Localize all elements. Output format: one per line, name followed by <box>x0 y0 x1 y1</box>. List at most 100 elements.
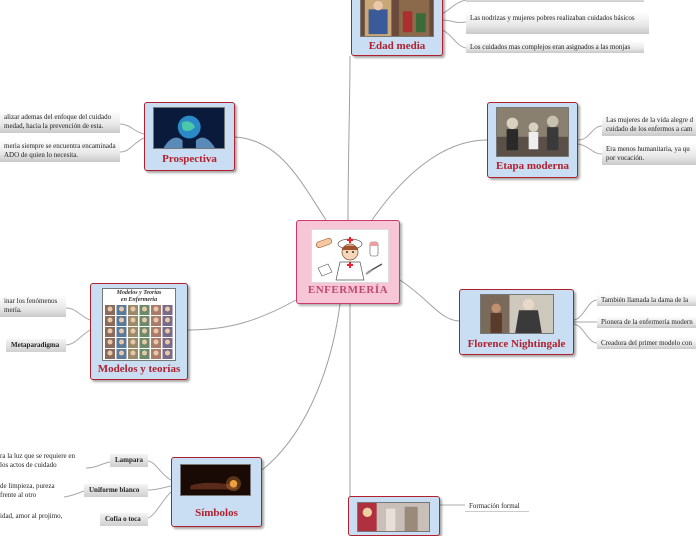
portrait-face <box>107 317 113 323</box>
medieval-painting-icon <box>360 0 435 37</box>
lamp-photo-icon <box>180 464 252 496</box>
edad-media-leaf-2[interactable]: Los cuidados mas complejos eran asignado… <box>466 41 644 53</box>
portrait-face <box>119 350 124 356</box>
link-edad-leaf-0 <box>441 0 467 15</box>
portrait-face <box>153 339 159 345</box>
etapa-moderna-leaf-2[interactable]: Era menos humanitaria, ya qu por vocació… <box>602 143 696 165</box>
portrait-face <box>107 306 113 312</box>
portrait-face <box>130 317 136 323</box>
prospectiva-leaf-2-line-2: ADO de quien lo necesita. <box>4 151 79 159</box>
florence-leaf-3[interactable]: Creadora del primer modelo con <box>597 337 696 349</box>
link-pros-leaf-1 <box>119 123 145 135</box>
link-edad-leaf-1 <box>441 19 467 24</box>
portrait-face <box>153 306 159 312</box>
central-title: ENFERMERÍA <box>307 284 389 296</box>
portrait-face <box>142 350 147 356</box>
portrait-face <box>119 328 124 334</box>
edad-media-leaf-0[interactable] <box>466 0 644 2</box>
prospectiva-leaf-2[interactable]: meria siempre se encuentra encaminada AD… <box>0 140 120 162</box>
edad-media-leaf-1[interactable]: Las nodrizas y mujeres pobres realizaban… <box>466 12 649 34</box>
link-flor-leaf-3 <box>573 323 598 344</box>
prospectiva-leaf-1-line-2: medad, hacia la prevención de esta. <box>4 122 104 130</box>
node-edad-media[interactable]: Edad media <box>351 0 443 56</box>
link-moderna-leaf-1 <box>577 125 603 141</box>
metaparadigma-label[interactable]: Metaparadigma <box>6 339 66 352</box>
portrait-face <box>165 317 170 323</box>
uniforme-leaf[interactable]: de limpieza, pureza frente al otro <box>0 480 64 502</box>
lampara-leaf[interactable]: ra la luz que se requiere en los actos d… <box>0 450 86 472</box>
portrait-face <box>130 339 136 345</box>
node-etapa-moderna-title: Etapa moderna <box>495 160 570 172</box>
florence-leaf-2[interactable]: Pionera de la enfermería modern <box>597 316 696 328</box>
node-etapa-moderna[interactable]: Etapa moderna <box>487 102 578 178</box>
node-modelos-teorias[interactable]: Modelos y Teorias en Enfermeria Modelos … <box>90 283 188 380</box>
etapa-moderna-leaf-1[interactable]: Las mujeres de la vida alegre d cuidado … <box>602 114 696 136</box>
florence-portrait-icon <box>480 294 555 334</box>
portrait-face <box>165 339 170 345</box>
node-prospectiva-title: Prospectiva <box>162 153 217 165</box>
portrait-face <box>119 306 124 312</box>
book-cover-title-2: en Enfermeria <box>120 297 158 303</box>
node-modelos-title: Modelos y teorías <box>97 363 181 375</box>
uniforme-blanco-label[interactable]: Uniforme blanco <box>84 484 148 497</box>
link-edad-leaf-2 <box>441 29 467 49</box>
models-book-cover: Modelos y Teorias en Enfermeria <box>102 288 176 361</box>
globe-hands-icon <box>153 107 226 149</box>
florence-leaf-1[interactable]: También llamada la dama de la <box>597 294 696 306</box>
link-sim-leaf-2 <box>147 485 172 491</box>
node-florence-nightingale[interactable]: Florence Nightingale <box>459 289 574 355</box>
prospectiva-leaf-1-line-1: alizar ademas del enfoque del cuidado <box>4 113 112 121</box>
connector-lines <box>63 0 603 519</box>
portrait-face <box>119 339 124 345</box>
bottom-leaf-1[interactable]: Formación formal <box>465 500 529 512</box>
cofia-leaf[interactable]: idad, amor al projimo, <box>0 512 63 520</box>
link-florence <box>399 279 460 322</box>
nurse-illustration-icon <box>311 229 389 283</box>
etapa-moderna-leaf-1-line-1: Las mujeres de la vida alegre d <box>606 116 694 124</box>
lampara-leaf-line-1: ra la luz que se requiere en <box>0 452 76 460</box>
portrait-face <box>119 317 124 323</box>
portrait-face <box>130 350 136 356</box>
book-cover-title-1: Modelos y Teorias <box>116 290 162 296</box>
portrait-face <box>165 306 170 312</box>
portrait-face <box>107 339 113 345</box>
portrait-grid-icon <box>105 305 173 359</box>
portrait-face <box>130 306 136 312</box>
lampara-label[interactable]: Lampara <box>110 454 148 467</box>
lampara-leaf-line-2: los actos de cuidado <box>0 461 57 469</box>
portrait-face <box>165 328 170 334</box>
etapa-moderna-leaf-2-line-2: por vocación. <box>606 154 645 162</box>
portrait-face <box>142 339 147 345</box>
link-sim-leaf-3 <box>147 491 172 519</box>
link-sim-uniforme-text <box>63 490 85 498</box>
modelos-leaf-1-line-2: mería. <box>4 306 22 314</box>
portrait-face <box>153 317 159 323</box>
central-node[interactable]: ENFERMERÍA <box>296 220 400 304</box>
nurses-photo-icon <box>496 107 570 157</box>
link-moderna-leaf-2 <box>577 143 603 155</box>
link-prospectiva <box>234 136 327 221</box>
node-edad-media-title: Edad media <box>368 40 426 52</box>
etapa-moderna-leaf-2-line-1: Era menos humanitaria, ya qu <box>606 145 690 153</box>
portrait-face <box>153 328 159 334</box>
building-photo-icon <box>357 502 430 532</box>
link-flor-leaf-1 <box>573 299 598 321</box>
link-sim-lampara-text <box>85 461 111 469</box>
portrait-face <box>142 328 147 334</box>
node-simbolos[interactable]: Símbolos <box>171 457 262 527</box>
modelos-leaf-1-line-1: inar los fenómenos <box>4 297 58 305</box>
portrait-face <box>130 328 136 334</box>
node-simbolos-title: Símbolos <box>195 507 238 519</box>
node-bottom[interactable] <box>348 496 440 536</box>
link-mod-leaf-2 <box>65 329 91 346</box>
portrait-face <box>165 350 170 356</box>
link-pros-leaf-2 <box>119 137 145 153</box>
modelos-leaf-1[interactable]: inar los fenómenos mería. <box>0 295 66 317</box>
portrait-face <box>107 328 113 334</box>
link-etapa-moderna <box>371 139 488 221</box>
portrait-face <box>142 317 147 323</box>
link-mod-leaf-1 <box>65 307 91 321</box>
prospectiva-leaf-1[interactable]: alizar ademas del enfoque del cuidado me… <box>0 111 120 133</box>
node-prospectiva[interactable]: Prospectiva <box>144 102 235 171</box>
link-edad-media <box>347 55 351 221</box>
